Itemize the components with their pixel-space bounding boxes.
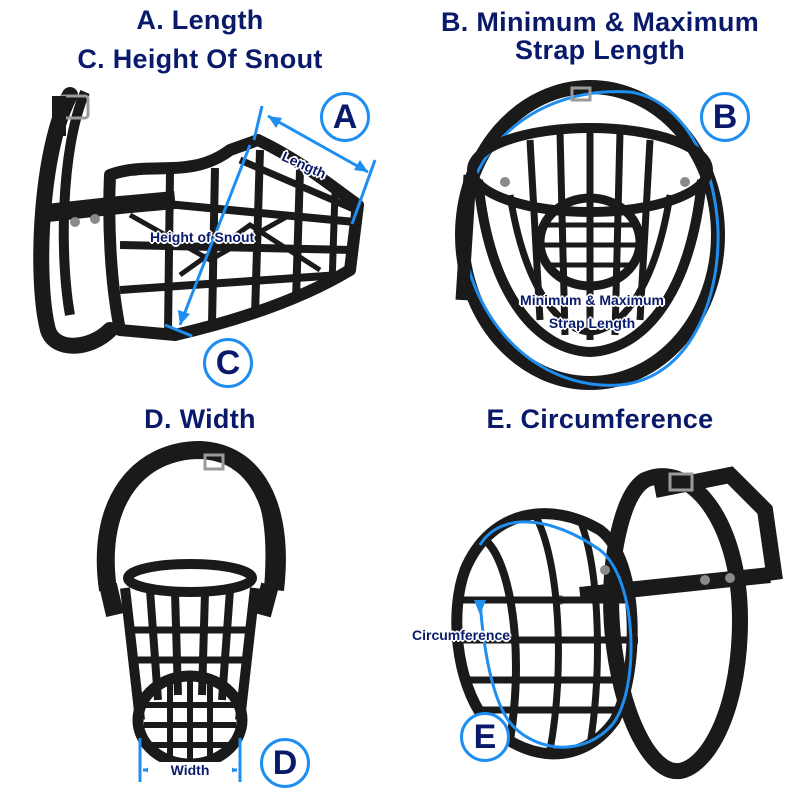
height-of-snout-label: Height of Snout: [150, 229, 255, 245]
badge-e: E: [460, 712, 510, 762]
title-circumference: E. Circumference: [486, 404, 714, 434]
title-height-of-snout: C. Height Of Snout: [77, 44, 323, 74]
title-length: A. Length: [136, 5, 264, 35]
panel-length-height: A. Length C. Height Of Snout: [0, 0, 400, 400]
title-min-max-strap: B. Minimum & Maximum: [440, 7, 760, 37]
title-strap-length: Strap Length: [514, 35, 686, 65]
muzzle-front-view-image: [96, 440, 286, 782]
width-label: Width: [148, 762, 232, 778]
muzzle-angle-view-image: [451, 466, 783, 780]
strap-label-line-1: Minimum & Maximum: [520, 292, 664, 308]
circumference-label: Circumference: [412, 627, 511, 643]
badge-b: B: [700, 92, 750, 142]
muzzle-side-view-image: [33, 87, 377, 354]
badge-d: D: [260, 738, 310, 788]
badge-a: A: [320, 92, 370, 142]
panel-circumference: E. Circumference Circumference E: [400, 400, 800, 800]
muzzle-top-view-image: [455, 80, 725, 390]
title-width: D. Width: [144, 404, 256, 434]
badge-c: C: [203, 338, 253, 388]
panel-width: D. Width Width D: [0, 400, 400, 800]
panel-strap-length: B. Minimum & Maximum Strap Length Minimu…: [400, 0, 800, 400]
strap-label-line-2: Strap Length: [548, 315, 636, 331]
